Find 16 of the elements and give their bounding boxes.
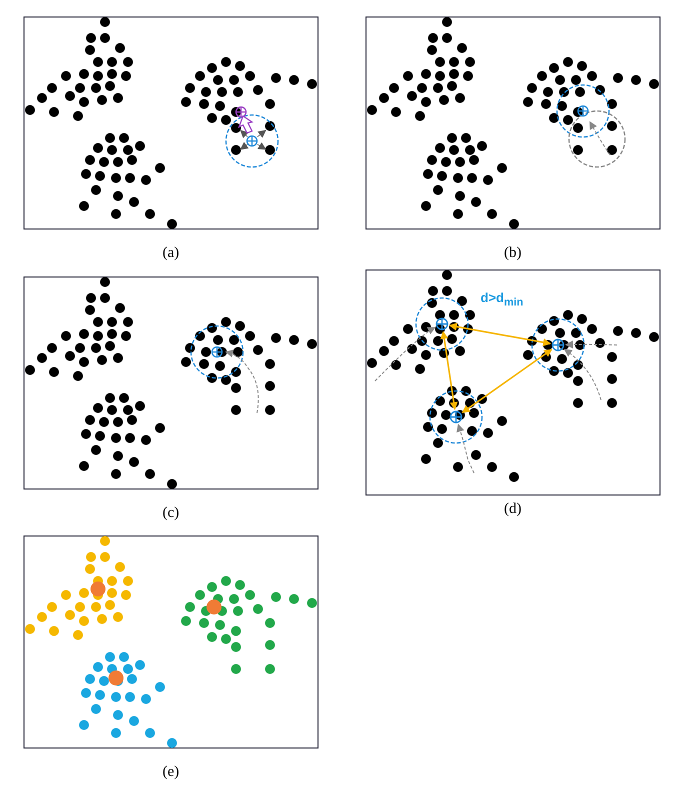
panel-label: (e) bbox=[162, 764, 180, 781]
cluster-center-icon bbox=[551, 338, 565, 352]
panel-label: (c) bbox=[162, 505, 180, 522]
panel-label: (b) bbox=[504, 245, 522, 262]
trajectory-arrow bbox=[565, 340, 618, 349]
cluster-center-icon bbox=[435, 317, 449, 331]
edge-label: d>d$_{min}$ bbox=[480, 290, 524, 308]
double-arrow bbox=[440, 330, 458, 410]
trajectory-arrow bbox=[456, 424, 474, 474]
double-arrow bbox=[462, 348, 552, 414]
double-arrow bbox=[448, 322, 552, 346]
trajectory-arrow bbox=[374, 327, 436, 382]
trajectory-arrow bbox=[564, 348, 602, 400]
panel-label: (d) bbox=[504, 501, 522, 518]
panel-label: (a) bbox=[162, 245, 180, 262]
cluster-center-icon bbox=[449, 410, 463, 424]
